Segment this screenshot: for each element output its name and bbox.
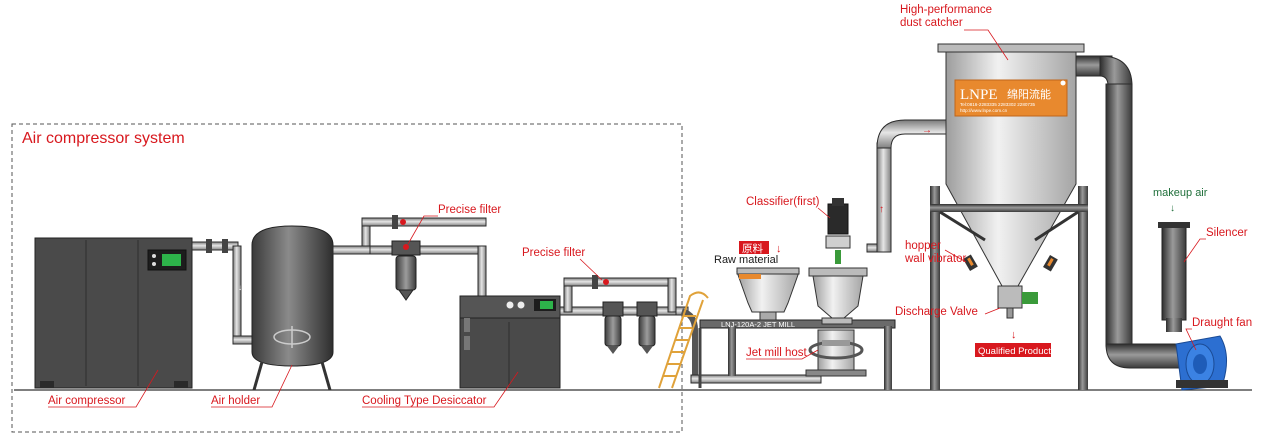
brand-line1: Tel:0816-2283335 2283302 2280735: [960, 102, 1036, 107]
brand-name: LNPE: [960, 87, 998, 103]
label-air-compressor: Air compressor: [48, 395, 125, 407]
flow-arrow-icon: ↑: [879, 204, 884, 215]
label-raw-material: Raw material: [714, 254, 778, 266]
label-silencer: Silencer: [1206, 227, 1248, 239]
label-cooling-desiccator: Cooling Type Desiccator: [362, 395, 487, 407]
brand-line2: http://www.lnpe.com.cn: [960, 108, 1008, 113]
precise-filter-2: [602, 301, 658, 354]
label-raw-material-cn: 原料: [742, 242, 763, 255]
precise-filter-1: [391, 240, 421, 301]
label-dust-catcher-1: High-performance: [900, 4, 992, 16]
label-jet-mill-host: Jet mill host: [746, 347, 808, 359]
label-dust-catcher-2: dust catcher: [900, 17, 963, 29]
raw-material-arrow-icon: ↓: [776, 243, 782, 255]
discharge-arrow-icon: ↓: [1011, 329, 1017, 341]
brand-name-cn: 绵阳流能: [1007, 87, 1051, 101]
label-makeup-air: makeup air: [1153, 187, 1208, 199]
ladder: [658, 291, 709, 389]
label-draught-fan: Draught fan: [1192, 317, 1252, 329]
label-precise-filter-1: Precise filter: [438, 204, 501, 216]
label-hopper: hopper: [905, 240, 941, 252]
dust-catcher-stand: [930, 186, 1088, 390]
raw-material-cn-badge: [739, 241, 769, 254]
mill-platform: LNJ-120A-2 JET MILL: [698, 319, 896, 390]
silencer: [1158, 222, 1190, 332]
flow-arrow-icon: →: [455, 251, 463, 260]
system-box-title: Air compressor system: [22, 130, 185, 147]
label-classifier: Classifier(first): [746, 196, 820, 208]
label-discharge-valve: Discharge Valve: [895, 306, 978, 318]
air-holder: [251, 225, 334, 391]
classifier: [808, 198, 868, 325]
flow-arrow-icon: →: [922, 125, 932, 136]
label-qualified-product: Qualified Product: [978, 346, 1051, 357]
raw-material-hopper: [736, 267, 800, 321]
mill-plate-label: LNJ-120A-2 JET MILL: [721, 320, 795, 329]
label-wall-vibrator: wall vibrator: [904, 253, 967, 265]
jet-mill-host: [805, 329, 867, 377]
cooling-desiccator: [459, 295, 561, 389]
label-precise-filter-2: Precise filter: [522, 247, 585, 259]
makeup-air-arrow-icon: ↓: [1170, 203, 1175, 214]
qualified-product-badge: [975, 343, 1051, 357]
label-air-holder: Air holder: [211, 395, 260, 407]
flow-arrow-icon: ↓: [238, 283, 242, 292]
draught-fan: [1175, 335, 1228, 391]
air-compressor: [34, 237, 193, 389]
dust-catcher: LNPE 绵阳流能 Tel:0816-2283335 2283302 22807…: [937, 43, 1085, 319]
system-boundary: [11, 123, 683, 433]
